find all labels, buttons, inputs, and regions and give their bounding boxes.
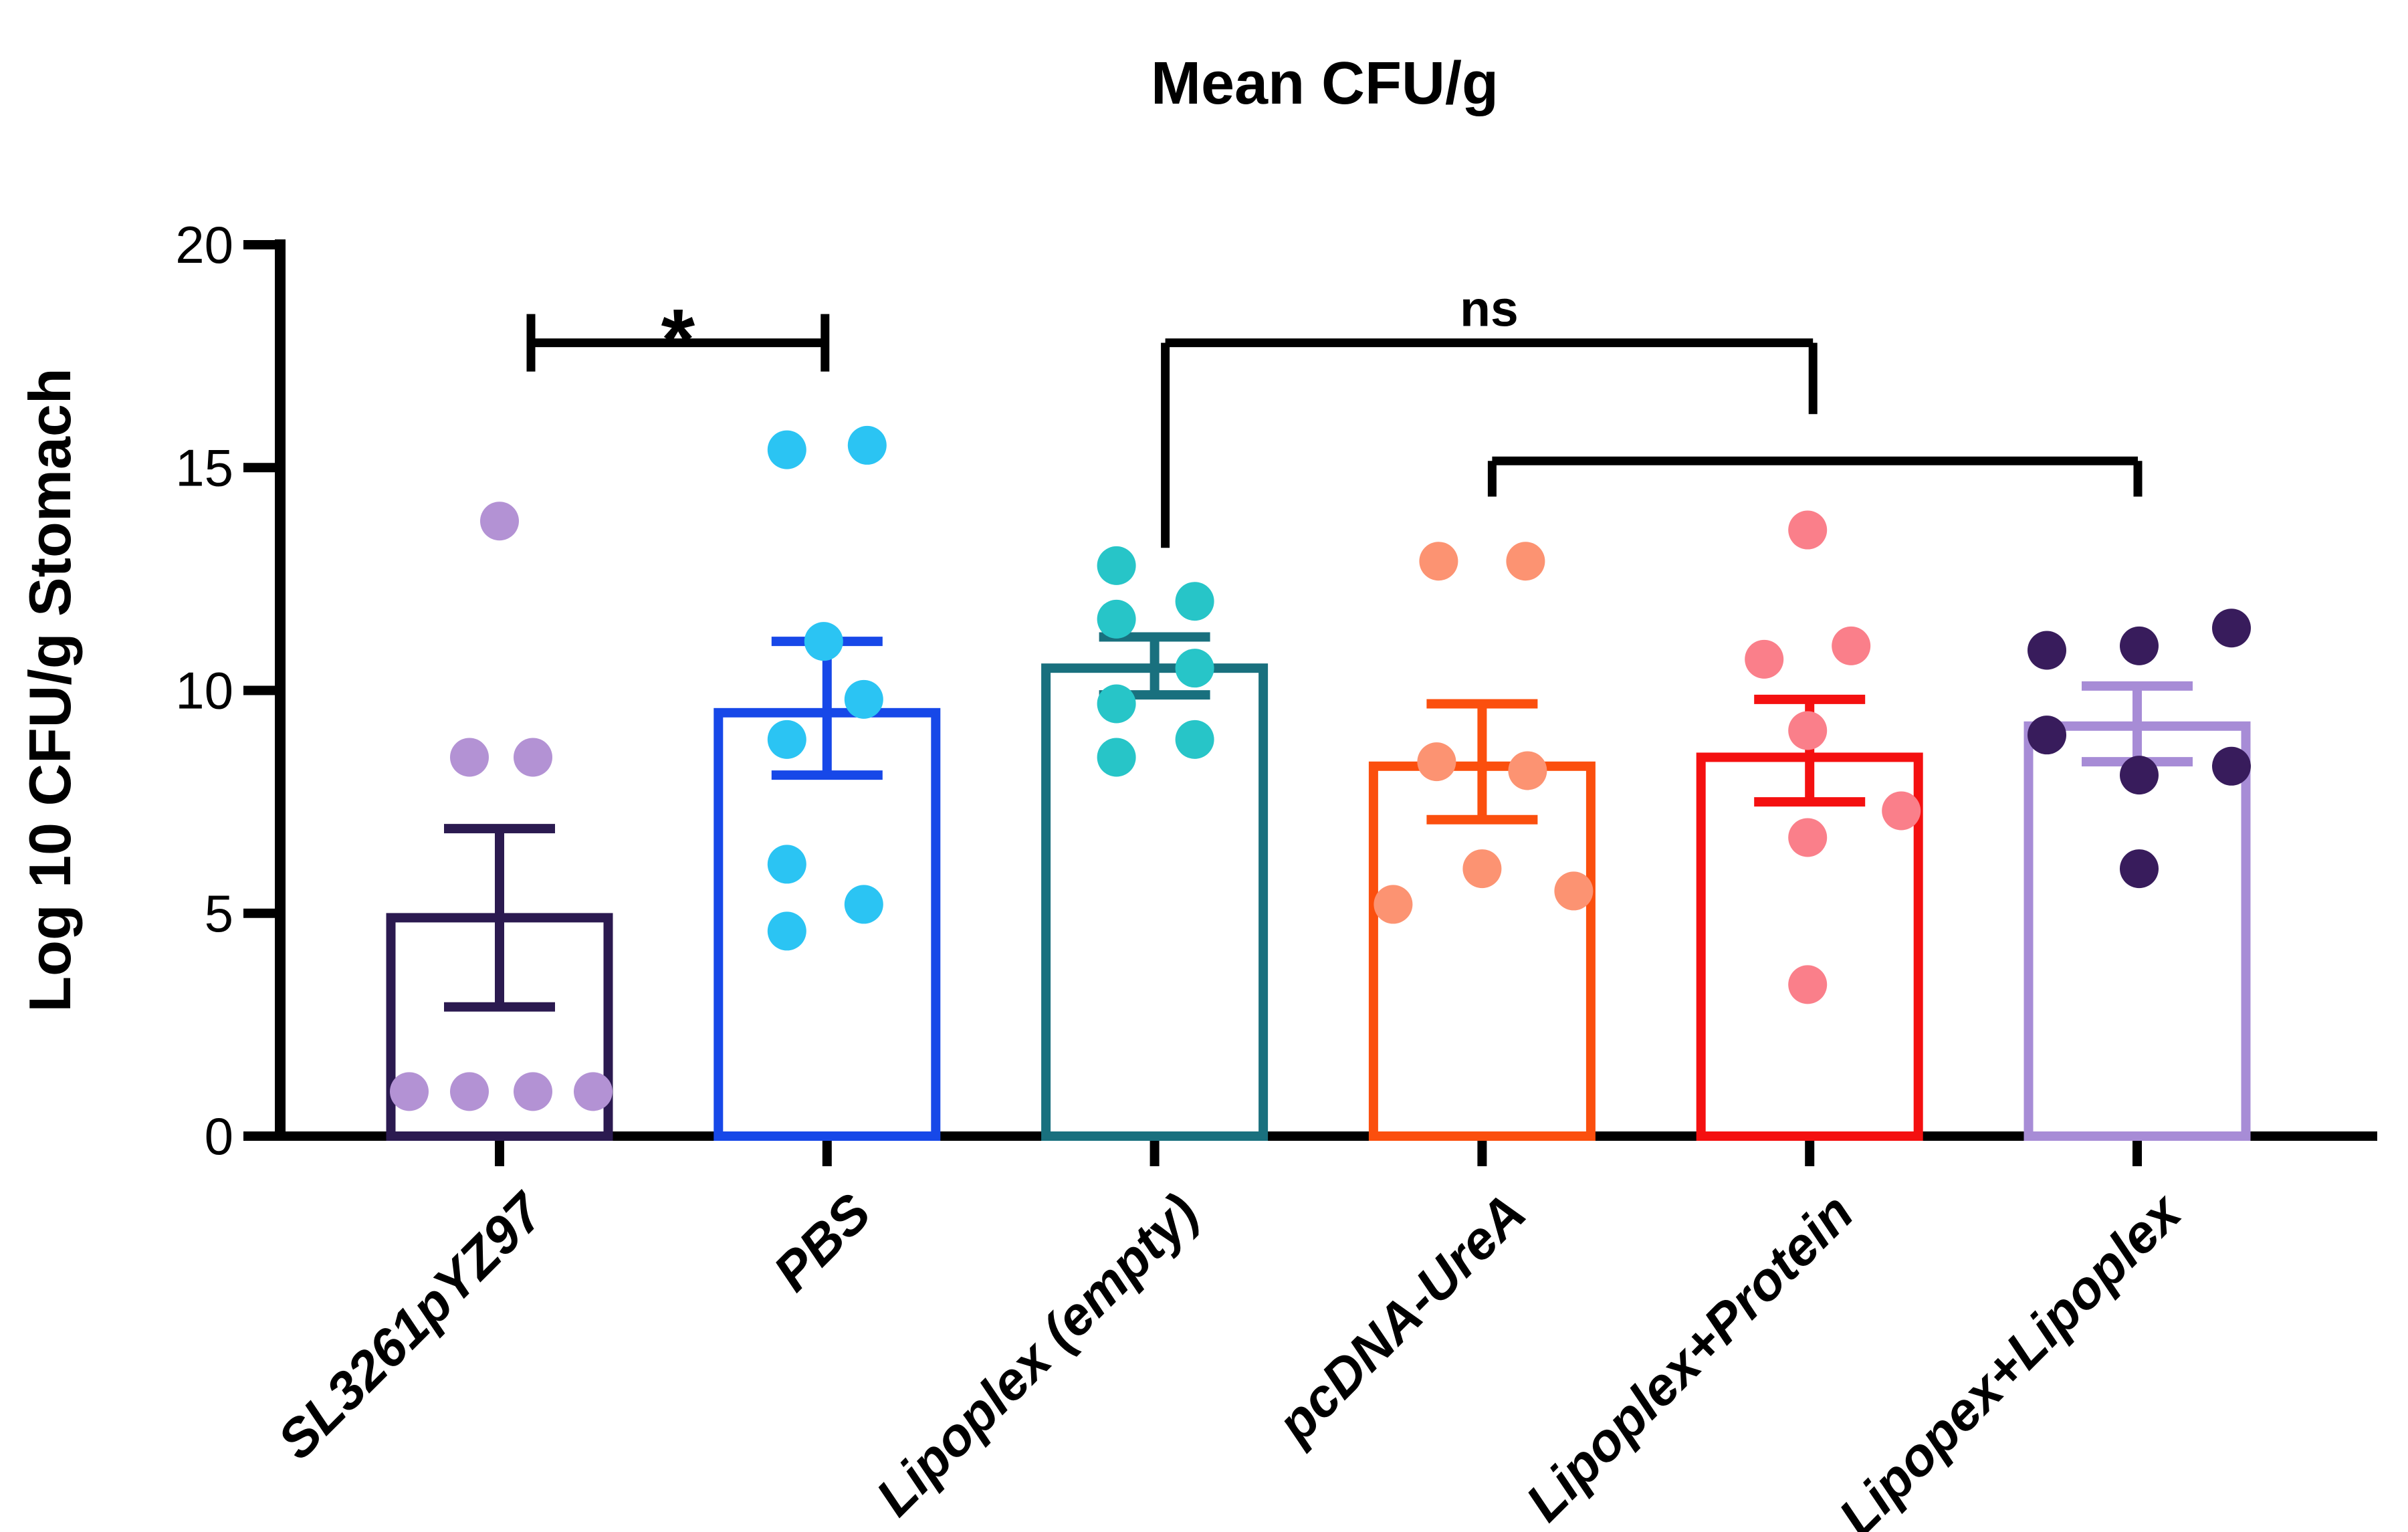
data-point	[2212, 609, 2251, 648]
data-point	[1175, 720, 1214, 759]
data-point	[2120, 626, 2159, 665]
data-point	[1882, 791, 1921, 831]
data-point	[450, 1072, 489, 1111]
y-axis-title: Log 10 CFU/g Stomach	[17, 368, 83, 1012]
bar-Lipoplex (empty)	[1041, 663, 1269, 1141]
data-point	[2120, 756, 2159, 795]
data-point	[1788, 711, 1828, 750]
data-point	[1788, 965, 1828, 1004]
y-tick-label: 15	[175, 438, 233, 497]
data-point	[1508, 751, 1547, 790]
data-point	[574, 1072, 613, 1111]
x-tick-label: Lipopex+Lipoplex	[1828, 1181, 2194, 1532]
data-point	[1097, 546, 1136, 585]
data-point	[2028, 716, 2066, 755]
data-point	[767, 720, 806, 759]
data-point	[2028, 631, 2066, 670]
data-point	[2120, 849, 2159, 889]
data-point	[480, 502, 519, 541]
x-tick-label: SL3261pYZ97	[266, 1181, 556, 1470]
data-point	[1097, 684, 1136, 724]
data-point	[1419, 542, 1458, 581]
data-point	[844, 885, 883, 924]
data-point	[767, 430, 806, 469]
data-point	[1832, 626, 1871, 665]
x-tick-label: Lipoplex (empty)	[865, 1182, 1210, 1527]
data-point	[390, 1072, 429, 1111]
data-point	[1417, 742, 1456, 782]
y-tick-label: 5	[205, 884, 233, 943]
data-point	[767, 911, 806, 951]
data-point	[514, 1072, 552, 1111]
data-point	[1374, 885, 1413, 924]
significance-label: *	[661, 291, 695, 389]
data-point	[514, 738, 552, 777]
data-point	[1097, 738, 1136, 777]
data-point	[1462, 849, 1502, 889]
data-point	[2212, 746, 2251, 786]
data-point	[1175, 649, 1214, 688]
x-tick-label: PBS	[762, 1182, 882, 1302]
y-tick-label: 20	[175, 215, 233, 274]
data-point	[1788, 510, 1828, 550]
chart-title: Mean CFU/g	[1151, 50, 1499, 117]
y-tick-label: 0	[205, 1107, 233, 1166]
data-point	[1506, 542, 1545, 581]
data-point	[1788, 818, 1828, 857]
data-point	[450, 738, 489, 777]
y-tick-label: 10	[175, 661, 233, 720]
data-point	[1097, 599, 1136, 639]
data-point	[1554, 871, 1594, 911]
data-point	[847, 425, 887, 465]
data-point	[844, 679, 883, 719]
x-tick-label: pcDNA-UreA	[1265, 1182, 1537, 1454]
data-point	[1745, 639, 1784, 679]
data-point	[767, 845, 806, 884]
significance-label: ns	[1460, 281, 1519, 337]
x-tick-label: Lipoplex+Protein	[1515, 1182, 1864, 1532]
data-point	[804, 622, 843, 661]
data-point	[1175, 582, 1214, 621]
